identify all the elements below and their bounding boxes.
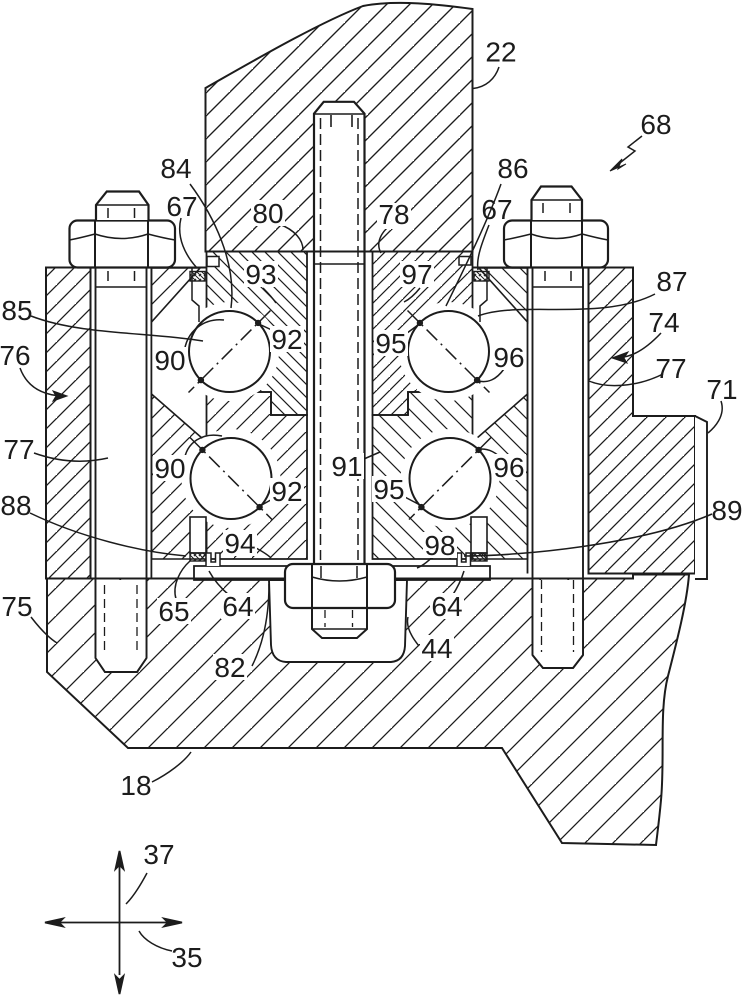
svg-text:37: 37 [143,839,174,870]
svg-text:67: 67 [481,194,512,225]
svg-text:84: 84 [160,153,191,184]
svg-text:65: 65 [158,596,189,627]
svg-text:93: 93 [245,259,276,290]
svg-text:77: 77 [3,434,34,465]
svg-text:90: 90 [154,453,185,484]
svg-text:91: 91 [331,451,362,482]
svg-text:92: 92 [271,324,302,355]
svg-text:67: 67 [166,191,197,222]
svg-text:80: 80 [252,198,283,229]
svg-text:88: 88 [0,490,31,521]
svg-text:68: 68 [640,109,671,140]
svg-text:95: 95 [373,474,404,505]
svg-text:97: 97 [401,259,432,290]
svg-text:89: 89 [711,495,742,526]
svg-text:44: 44 [421,633,452,664]
svg-text:86: 86 [497,153,528,184]
svg-text:96: 96 [493,342,524,373]
svg-text:75: 75 [1,591,32,622]
svg-text:96: 96 [493,452,524,483]
svg-text:98: 98 [424,530,455,561]
svg-text:18: 18 [120,770,151,801]
svg-text:76: 76 [0,340,31,371]
svg-text:94: 94 [224,528,255,559]
svg-text:87: 87 [656,266,687,297]
svg-text:64: 64 [222,591,253,622]
svg-text:71: 71 [706,374,737,405]
svg-text:90: 90 [154,345,185,376]
svg-text:74: 74 [648,307,679,338]
svg-text:92: 92 [271,476,302,507]
svg-text:22: 22 [485,37,516,68]
svg-text:35: 35 [171,942,202,973]
svg-text:95: 95 [375,328,406,359]
svg-text:78: 78 [378,199,409,230]
svg-text:64: 64 [431,591,462,622]
svg-text:82: 82 [214,652,245,683]
svg-text:77: 77 [655,353,686,384]
svg-text:85: 85 [1,295,32,326]
